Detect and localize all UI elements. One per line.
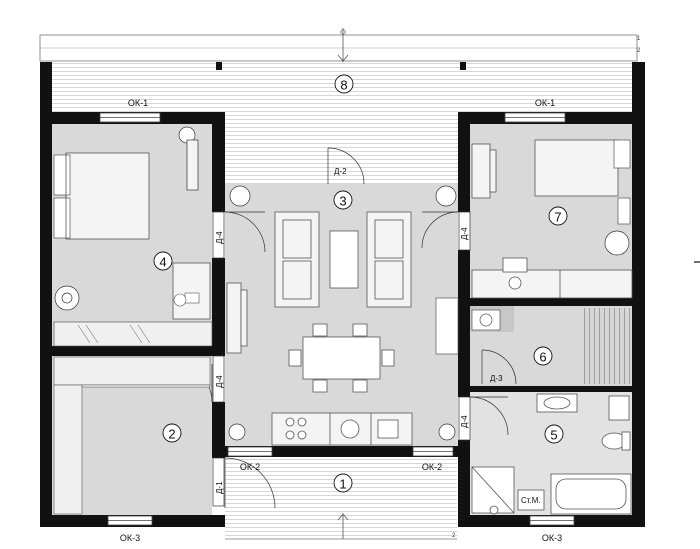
wardrobe-room-2 — [53, 356, 211, 515]
door-label-d4-left-living: Д-4 — [215, 231, 224, 244]
kitchen-counter — [271, 412, 413, 446]
room-4-number: 4 — [159, 255, 166, 270]
wardrobe-room-7 — [471, 143, 633, 299]
walls — [40, 62, 645, 527]
sofa-right — [366, 211, 412, 308]
window-label-ok3-left: ОК-3 — [120, 533, 140, 543]
room-3-floor — [225, 184, 458, 456]
room-numbers: 1 2 3 4 5 6 7 8 — [153, 74, 568, 493]
dining-table — [288, 323, 395, 393]
window-label-ok2-right: ОК-2 — [422, 462, 442, 472]
axis-mark-top-2: 2 — [637, 48, 641, 54]
door-label-d3: Д-3 — [490, 374, 503, 383]
plant-room-7 — [604, 230, 630, 256]
room-6-marker — [533, 346, 553, 366]
door-label-d4-bath: Д-4 — [460, 415, 469, 428]
sofa-left — [274, 211, 320, 308]
room-1-number: 1 — [339, 477, 346, 492]
door-label-d2: Д-2 — [334, 167, 347, 176]
coffee-table — [329, 230, 359, 289]
bed-room-7 — [534, 139, 631, 225]
room-4-marker — [153, 251, 173, 271]
window-label-ok1-right: ОК-1 — [535, 98, 555, 108]
washer-label: Ст.М. — [521, 496, 541, 505]
window-labels: ОК-1 ОК-1 ОК-2 ОК-2 ОК-3 ОК-3 — [120, 98, 562, 543]
room-3-number: 3 — [339, 194, 346, 209]
doors — [173, 147, 517, 509]
door-label-d4-right-living: Д-4 — [460, 227, 469, 240]
door-labels: Д-2 Д-3 Д-4 Д-4 Д-4 Д-4 Д-1 — [215, 167, 503, 494]
room-5-number: 5 — [550, 428, 557, 443]
axis-mark-bottom-2: 2 — [452, 533, 456, 539]
window-label-ok2-left: ОК-2 — [240, 462, 260, 472]
room-8-marker — [334, 74, 354, 94]
axis-mark-top-1: 1 — [637, 36, 641, 42]
desk-room-4 — [172, 262, 211, 320]
room-2-marker — [162, 423, 182, 443]
room-3-marker — [333, 190, 353, 210]
room-7-number: 7 — [554, 210, 561, 225]
axis-marks: 1 2 2 — [452, 36, 641, 539]
door-label-d4-room2: Д-4 — [215, 375, 224, 388]
bathroom-fixtures — [471, 393, 632, 515]
room-7-marker — [548, 206, 568, 226]
door-label-d1: Д-1 — [215, 481, 224, 494]
room-5-marker — [544, 424, 564, 444]
tv-unit — [226, 282, 248, 354]
terrace-bottom — [225, 457, 457, 540]
room-8-number: 8 — [340, 78, 347, 93]
room-2-number: 2 — [168, 427, 175, 442]
window-label-ok3-right: ОК-3 — [542, 533, 562, 543]
bed-room-4 — [53, 152, 150, 240]
plant-room-4 — [54, 126, 199, 311]
plants-room-3 — [228, 185, 457, 441]
wardrobe-room-4 — [53, 321, 213, 347]
windows — [99, 112, 575, 526]
terrace-top — [39, 28, 638, 184]
window-label-ok1-left: ОК-1 — [128, 98, 148, 108]
sauna-stove — [435, 297, 501, 355]
room-1-marker — [333, 473, 353, 493]
sauna-bench — [583, 308, 632, 384]
room-6-number: 6 — [539, 350, 546, 365]
